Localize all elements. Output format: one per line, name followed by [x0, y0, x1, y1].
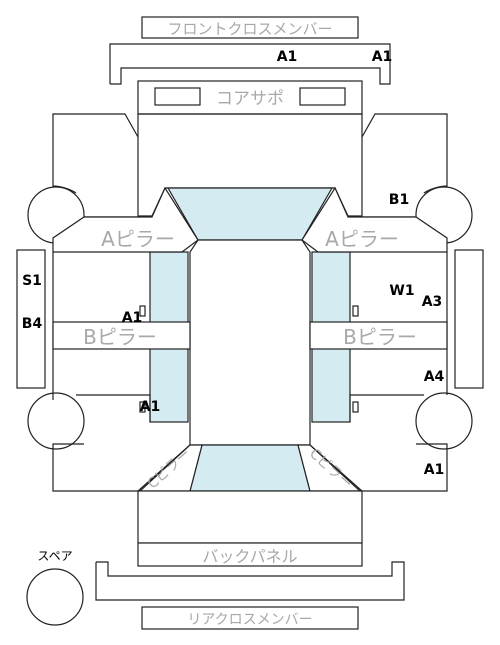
- rear-right-wheel: [415, 392, 473, 450]
- rear-left-wheel: [27, 392, 85, 450]
- rear-quarter-outline: [52, 394, 448, 492]
- rear-window: [189, 444, 311, 492]
- left-rear-door-handle: [139, 401, 146, 413]
- back-panel-label: バックパネル: [202, 547, 297, 566]
- a-pillar-right: Aピラー: [301, 186, 448, 253]
- damage-code-left-rear-door: A1: [140, 399, 161, 415]
- a-pillar-right-label: Aピラー: [325, 227, 399, 251]
- spare-tire-circle: [26, 568, 84, 626]
- b-pillar-left-label: Bピラー: [83, 325, 157, 349]
- b-pillar-right: Bピラー: [309, 321, 448, 350]
- right-sill: [454, 249, 484, 389]
- trunk: [137, 490, 363, 544]
- damage-code-left-front-door: B4: [22, 316, 43, 332]
- left-headlight: [154, 87, 201, 106]
- damage-code-left-sill: S1: [22, 273, 42, 289]
- rear-cross-member-label: リアクロスメンバー: [187, 612, 312, 628]
- b-pillar-left: Bピラー: [52, 321, 191, 350]
- damage-code-front-member-left: A1: [277, 49, 298, 65]
- core-support: コアサポ: [137, 80, 363, 115]
- b-pillar-right-label: Bピラー: [343, 325, 417, 349]
- rear-cross-member: リアクロスメンバー: [141, 606, 359, 630]
- core-support-label: コアサポ: [216, 89, 284, 109]
- damage-code-front-member-right: A1: [372, 49, 393, 65]
- rear-member-bracket: [95, 561, 405, 601]
- a-pillar-left: Aピラー: [52, 186, 199, 253]
- damage-code-right-front-door-w: W1: [389, 283, 414, 299]
- left-front-door-handle: [139, 305, 146, 317]
- damage-code-right-rear-door: A4: [424, 369, 445, 385]
- damage-code-right-front-door-a: A3: [422, 294, 443, 310]
- damage-code-right-rear-quarter: A1: [424, 462, 445, 478]
- roof: [189, 239, 311, 446]
- left-sill: [16, 249, 46, 389]
- spare-tire: スペア: [26, 549, 84, 626]
- front-member-bracket: [109, 43, 391, 85]
- front-cross-member-label: フロントクロスメンバー: [167, 20, 332, 38]
- spare-label: スペア: [37, 549, 72, 563]
- damage-code-left-b-pillar: A1: [122, 310, 143, 326]
- right-rear-door-handle: [352, 401, 359, 413]
- back-panel: バックパネル: [137, 542, 363, 567]
- front-cross-member: フロントクロスメンバー: [141, 16, 359, 39]
- damage-code-right-front-fender: B1: [389, 192, 409, 208]
- right-front-door-handle: [352, 305, 359, 317]
- right-headlight: [299, 87, 346, 106]
- a-pillar-left-label: Aピラー: [101, 227, 175, 251]
